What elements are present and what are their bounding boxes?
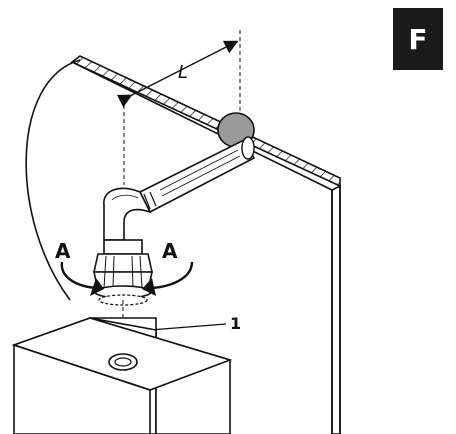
horizontal-pipe [138,136,256,214]
section-badge: F [393,8,443,70]
callout-label: 1 [230,314,241,333]
rotation-arrow-right: A [142,239,194,296]
cutaway-curve [25,59,81,301]
appliance-box [11,317,233,434]
callout-leader [149,323,227,331]
arrow-label-right: A [162,239,178,263]
wall-side-edge [331,184,341,434]
dimension-line [116,40,239,108]
vertical-connector [93,239,153,306]
rotation-arrow-left: A [55,239,104,296]
pipe-elbow [103,187,152,241]
arrow-label-left: A [55,239,71,263]
dimension-label: L [178,62,188,83]
